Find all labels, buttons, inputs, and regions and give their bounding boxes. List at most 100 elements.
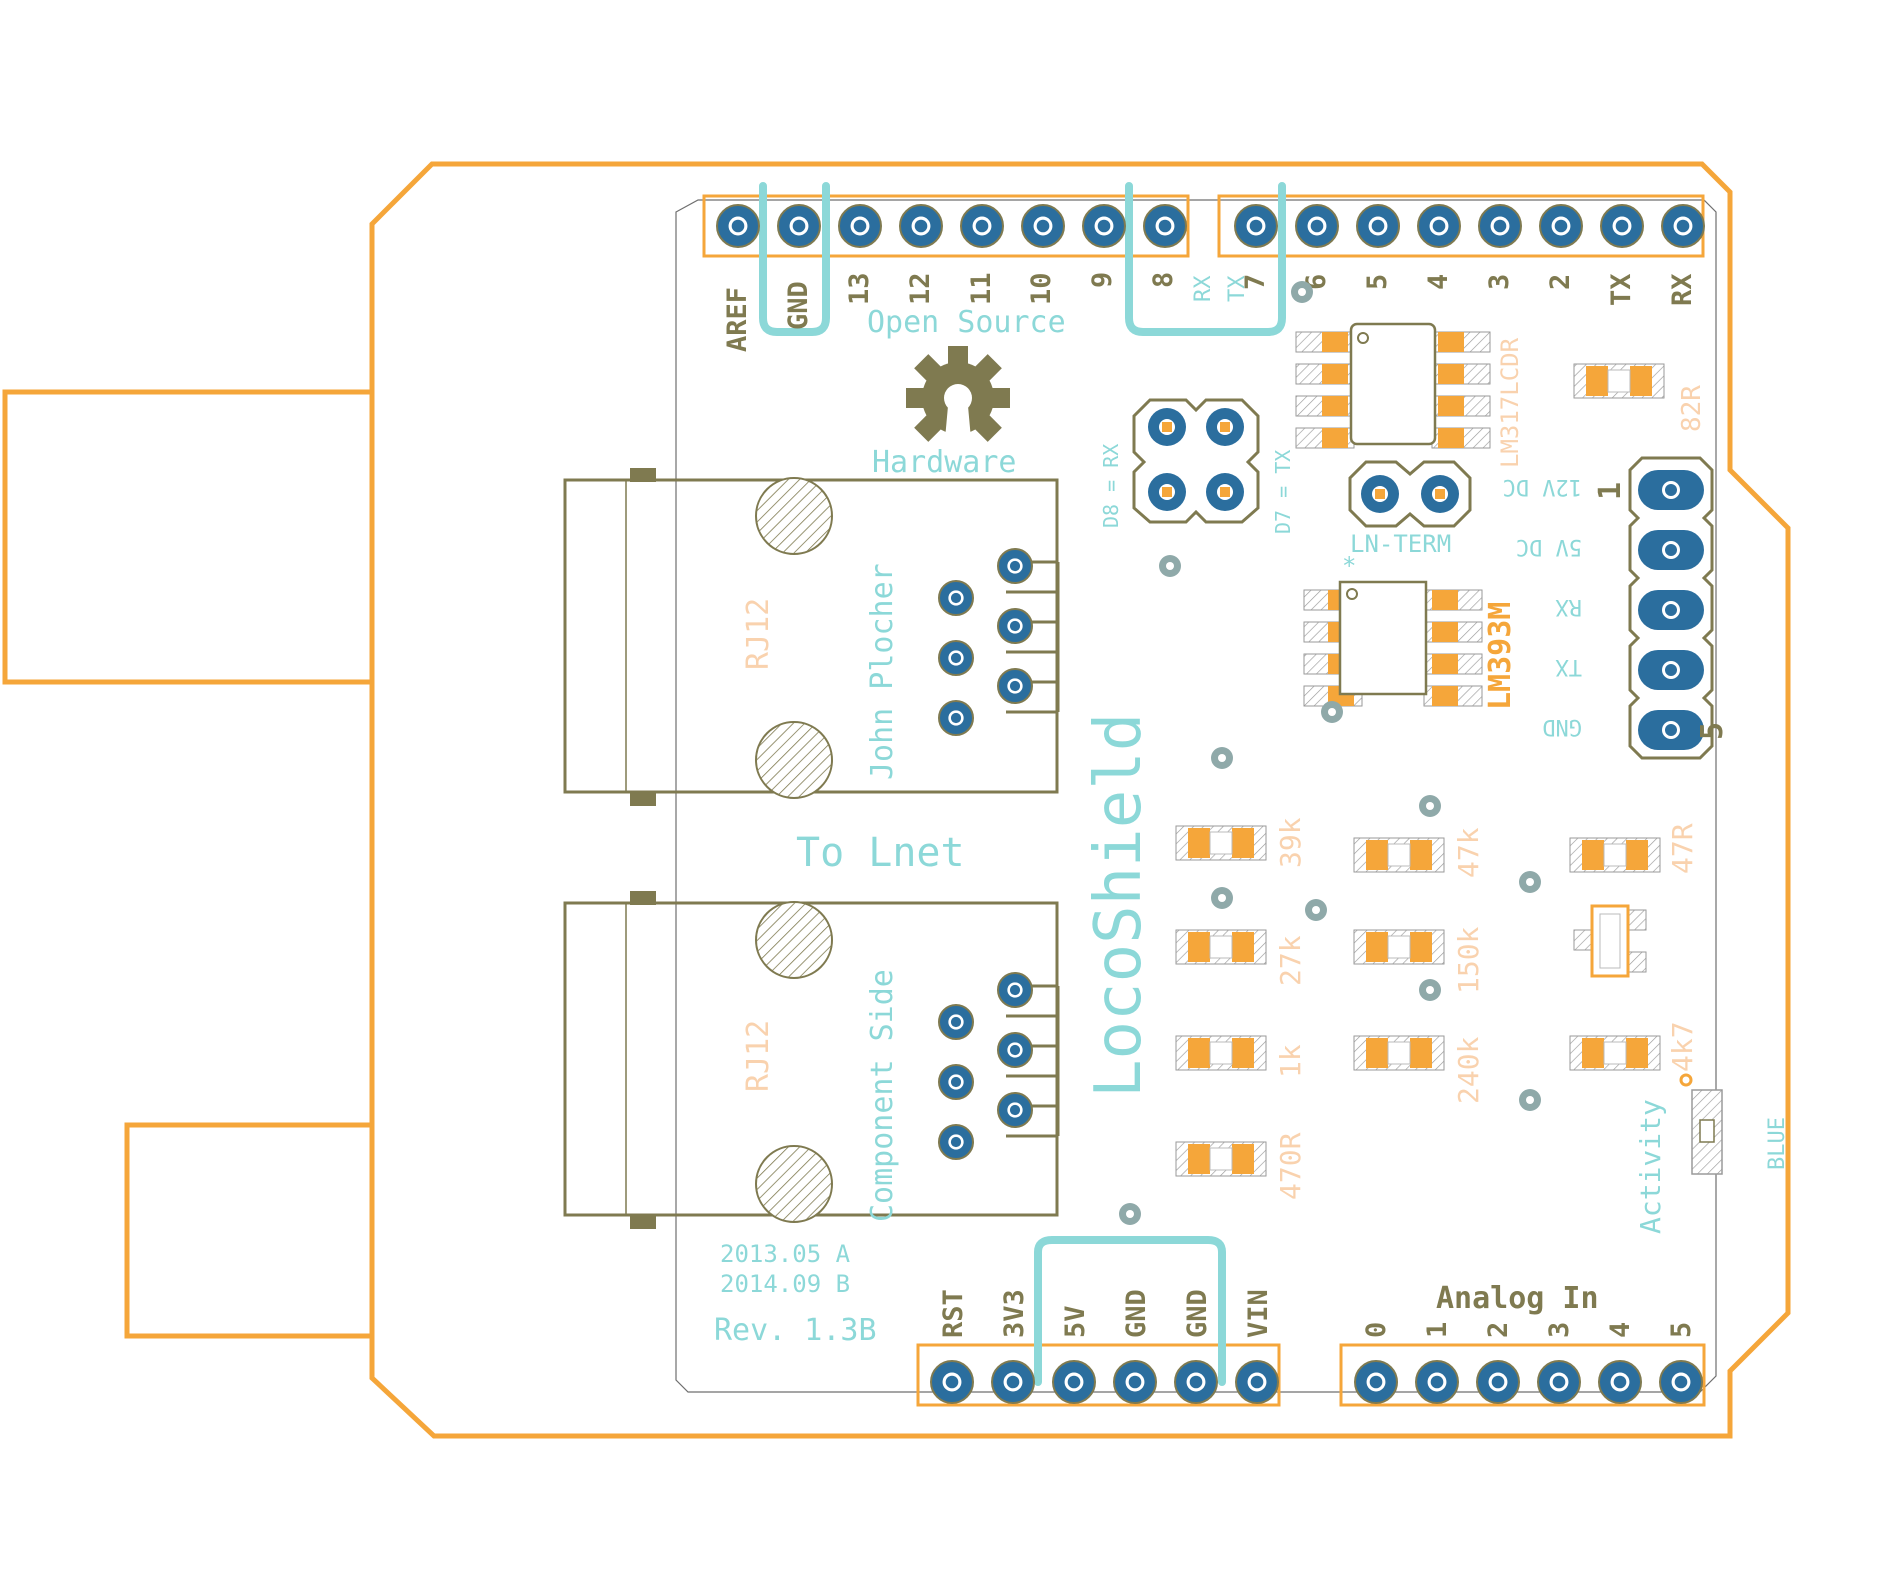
pad-power-hole: [945, 1375, 959, 1389]
lm317-pad-left-copper: [1322, 364, 1348, 384]
resistor-27k-copper-b: [1232, 932, 1254, 962]
hardware-text: Hardware: [872, 445, 1017, 480]
analog-label-5: 5: [1666, 1322, 1697, 1338]
resistor-47k-body: [1387, 843, 1411, 867]
bottom-analog-labels: 0 1 2 3 4 5: [1361, 1322, 1697, 1338]
right-header-pad-hole: [1665, 484, 1677, 496]
pin-label-11: 11: [966, 272, 997, 305]
activity-led: [1679, 1073, 1723, 1175]
via-hole: [1426, 986, 1434, 994]
pad-analog-hole: [1552, 1375, 1566, 1389]
pad-top-left-hole: [731, 219, 745, 233]
resistor-39k-body: [1209, 831, 1233, 855]
via-hole: [1126, 1210, 1134, 1218]
lm317-pad-right-copper: [1438, 364, 1464, 384]
rj12-bottom-label: RJ12: [741, 1020, 776, 1092]
pad-top-left-hole: [914, 219, 928, 233]
lm317-pad-left-copper: [1322, 396, 1348, 416]
r82-label: 82R: [1677, 385, 1707, 432]
pin-label-3: 3: [1484, 274, 1515, 290]
lm317-pad-right-copper: [1438, 396, 1464, 416]
vias: [1119, 281, 1541, 1225]
lm393-ic: [1303, 580, 1483, 707]
r-240k-label: 240k: [1452, 1036, 1485, 1104]
resistor-labels-left: 39k 27k 1k 470R: [1274, 817, 1307, 1200]
jumper-block-outline: [1132, 398, 1260, 524]
resistor-27k-body: [1209, 935, 1233, 959]
oshw-gear-icon: [906, 346, 1010, 450]
jumper-pad-center: [1220, 422, 1230, 432]
resistor-39k-copper-b: [1232, 828, 1254, 858]
resistor-1k-copper-a: [1188, 1038, 1210, 1068]
open-source-text: Open Source: [867, 305, 1066, 340]
pin-label-tx: TX: [1606, 273, 1637, 306]
pin-label-5v: 5V: [1060, 1305, 1091, 1338]
resistor-82r-body: [1607, 369, 1631, 393]
bottom-power-labels: RST 3V3 5V GND GND VIN: [938, 1289, 1274, 1338]
analog-label-3: 3: [1544, 1322, 1575, 1338]
resistor-150k-copper-a: [1366, 932, 1388, 962]
right-header-pad-hole: [1665, 724, 1677, 736]
pin-label-10: 10: [1026, 272, 1057, 305]
pad-power-hole: [1006, 1375, 1020, 1389]
pad-analog-hole: [1613, 1375, 1627, 1389]
analog-label-2: 2: [1483, 1322, 1514, 1338]
rj12-top-pad-hole: [950, 592, 962, 604]
smd-resistors: [1175, 363, 1665, 1177]
transistor-sot: [1573, 904, 1647, 978]
lm317-pad-left-copper: [1322, 428, 1348, 448]
pad-top-right-hole: [1554, 219, 1568, 233]
label-tx: TX: [1555, 654, 1582, 679]
rj12-bottom-pad-hole: [1009, 1104, 1021, 1116]
pin-label-2: 2: [1545, 274, 1576, 290]
right-header-pad-hole: [1665, 604, 1677, 616]
pad-top-right-hole: [1615, 219, 1629, 233]
r-1k-label: 1k: [1274, 1044, 1307, 1078]
r-27k-label: 27k: [1274, 935, 1307, 986]
label-rx: RX: [1555, 594, 1582, 619]
pad-top-right-hole: [1676, 219, 1690, 233]
rj12-bottom-pad-hole: [1009, 984, 1021, 996]
lm317-pad-right-copper: [1438, 332, 1464, 352]
r-47r-label: 47R: [1666, 823, 1699, 874]
lm393-pad-right-copper: [1432, 590, 1458, 610]
lm317-label: LM317LCDR: [1496, 337, 1524, 468]
via-hole: [1166, 562, 1174, 570]
pad-analog-hole: [1369, 1375, 1383, 1389]
pad-top-left-hole: [792, 219, 806, 233]
lm317-pad-right-copper: [1438, 428, 1464, 448]
pad-top-left-hole: [853, 219, 867, 233]
resistor-1k-copper-b: [1232, 1038, 1254, 1068]
date-b-label: 2014.09 B: [720, 1270, 850, 1298]
pad-top-right-hole: [1371, 219, 1385, 233]
resistor-470r-body: [1209, 1147, 1233, 1171]
resistor-4k7-copper-a: [1582, 1038, 1604, 1068]
resistor-47k-copper-b: [1410, 840, 1432, 870]
activity-label: Activity: [1634, 1099, 1667, 1234]
resistor-4k7-body: [1603, 1041, 1627, 1065]
label-5v-dc: 5V DC: [1516, 534, 1582, 559]
lm317-ic: [1295, 322, 1491, 449]
lm393-label: LM393M: [1483, 602, 1518, 710]
via-hole: [1526, 1096, 1534, 1104]
resistor-47r-copper-a: [1582, 840, 1604, 870]
pad-analog-hole: [1674, 1375, 1688, 1389]
ln-term-label: LN-TERM: [1350, 530, 1451, 558]
lm317-pad-left-copper: [1322, 332, 1348, 352]
header-boxes: [702, 194, 1706, 1407]
via-hole: [1526, 878, 1534, 886]
pad-top-right-hole: [1310, 219, 1324, 233]
via-hole: [1312, 906, 1320, 914]
top-left-labels: AREF GND 13 12 11 10 9 8: [722, 272, 1179, 352]
pin-label-gnd: GND: [783, 281, 814, 330]
resistor-27k-copper-a: [1188, 932, 1210, 962]
jumper-pad-center: [1162, 487, 1172, 497]
r-39k-label: 39k: [1274, 817, 1307, 868]
pad-top-right-hole: [1432, 219, 1446, 233]
designer-name: John Plocher: [865, 563, 900, 780]
pad-top-right-hole: [1249, 219, 1263, 233]
rj12-pads: [938, 548, 1033, 1160]
analog-label-1: 1: [1422, 1322, 1453, 1338]
pin-label-13: 13: [844, 272, 875, 305]
